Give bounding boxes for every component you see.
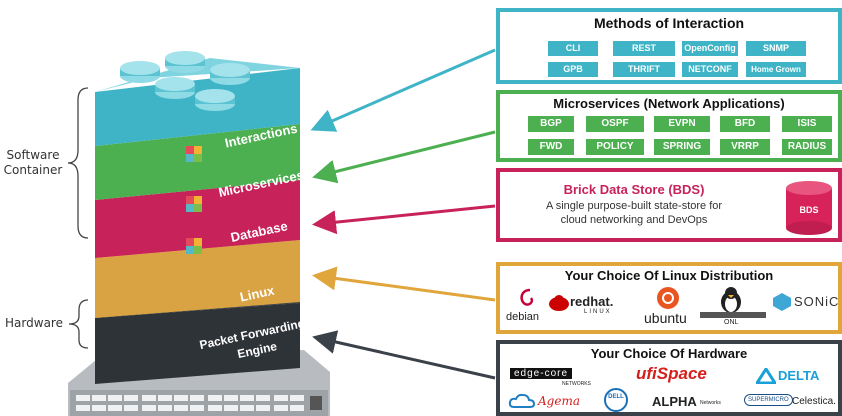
tag-gpb: GPB xyxy=(548,62,598,77)
methods-panel: Methods of Interaction CLI REST OpenConf… xyxy=(496,8,842,84)
edgecore-logo: edge-core xyxy=(510,368,573,379)
celestica-logo: Celestica. xyxy=(792,396,836,407)
ubuntu-logo: ubuntu xyxy=(644,310,687,326)
arrow-bds xyxy=(312,204,496,235)
agema-cloud-icon xyxy=(508,393,536,408)
bds-title: Brick Data Store (BDS) xyxy=(563,182,705,197)
layer-database xyxy=(95,180,300,258)
hardware-bracket xyxy=(68,299,89,349)
tag-spring: SPRING xyxy=(654,139,710,155)
bds-desc-1: A single purpose-built state-store for xyxy=(545,200,723,212)
redhat-logo-icon xyxy=(549,295,569,311)
tag-ospf: OSPF xyxy=(586,116,644,132)
linux-title: Your Choice Of Linux Distribution xyxy=(564,268,774,283)
database-cylinder-icon: BDS xyxy=(786,181,832,235)
tag-radius: RADIUS xyxy=(782,139,832,155)
onl-device xyxy=(700,312,766,318)
tag-policy: POLICY xyxy=(586,139,644,155)
debian-logo: debian xyxy=(506,311,540,323)
sonic-logo-icon xyxy=(773,293,791,311)
software-bracket xyxy=(67,87,89,239)
tag-netconf: NETCONF xyxy=(682,62,738,77)
arrow-microservices xyxy=(312,130,496,184)
debian-logo-icon xyxy=(520,288,534,306)
tag-isis: ISIS xyxy=(782,116,832,132)
tag-snmp: SNMP xyxy=(746,41,806,56)
layer-interactions xyxy=(95,51,300,146)
bds-panel: Brick Data Store (BDS) A single purpose-… xyxy=(496,168,842,242)
layer-label-linux: Linux xyxy=(239,282,277,304)
ufispace-logo: ufiSpace xyxy=(636,364,707,383)
tag-evpn: EVPN xyxy=(654,116,710,132)
pinwheel-logo-icon xyxy=(186,196,202,212)
tux-penguin-icon xyxy=(721,287,741,313)
onl-logo: ONL xyxy=(724,319,739,326)
arrow-methods xyxy=(310,48,496,132)
delta-logo: DELTA xyxy=(778,368,820,383)
tag-bgp: BGP xyxy=(528,116,574,132)
tag-rest: REST xyxy=(613,41,675,56)
arrow-linux xyxy=(312,266,496,302)
pinwheel-logo-icon xyxy=(186,238,202,254)
bds-cylinder-label: BDS xyxy=(799,205,818,215)
linux-panel: Your Choice Of Linux Distribution debian… xyxy=(496,262,842,334)
hardware-panel: Your Choice Of Hardware edge-core NETWOR… xyxy=(496,340,842,416)
tag-vrrp: VRRP xyxy=(720,139,770,155)
software-container-label: Software Container xyxy=(3,148,63,177)
microservices-title: Microservices (Network Applications) xyxy=(553,96,785,111)
tag-fwd: FWD xyxy=(528,139,574,155)
agema-logo: Agema xyxy=(538,394,580,408)
methods-title: Methods of Interaction xyxy=(593,15,745,31)
hardware-title: Your Choice Of Hardware xyxy=(590,346,748,361)
tag-bfd: BFD xyxy=(720,116,770,132)
supermicro-logo: SUPERMICRO xyxy=(744,394,793,406)
tag-home-grown: Home Grown xyxy=(746,62,806,77)
redhat-linux-label: LINUX xyxy=(584,309,612,315)
arrow-hardware xyxy=(312,330,496,380)
microservices-panel: Microservices (Network Applications) BGP… xyxy=(496,90,842,162)
sonic-logo: SONiC xyxy=(794,294,840,309)
tag-thrift: THRIFT xyxy=(613,62,675,77)
ubuntu-logo-icon xyxy=(657,287,679,309)
edgecore-networks-label: NETWORKS xyxy=(562,381,591,387)
alpha-networks-logo: ALPHA xyxy=(652,394,697,409)
dell-logo xyxy=(604,388,628,412)
alpha-networks-label: Networks xyxy=(700,400,721,406)
dell-logo-text: DELL xyxy=(608,394,624,400)
bds-desc-2: cloud networking and DevOps xyxy=(560,214,708,226)
hardware-label: Hardware xyxy=(5,316,63,330)
redhat-logo: redhat. xyxy=(570,294,614,309)
delta-logo-icon xyxy=(756,368,776,384)
tag-cli: CLI xyxy=(548,41,598,56)
tag-openconfig: OpenConfig xyxy=(682,41,738,56)
pinwheel-logo-icon xyxy=(186,146,202,162)
